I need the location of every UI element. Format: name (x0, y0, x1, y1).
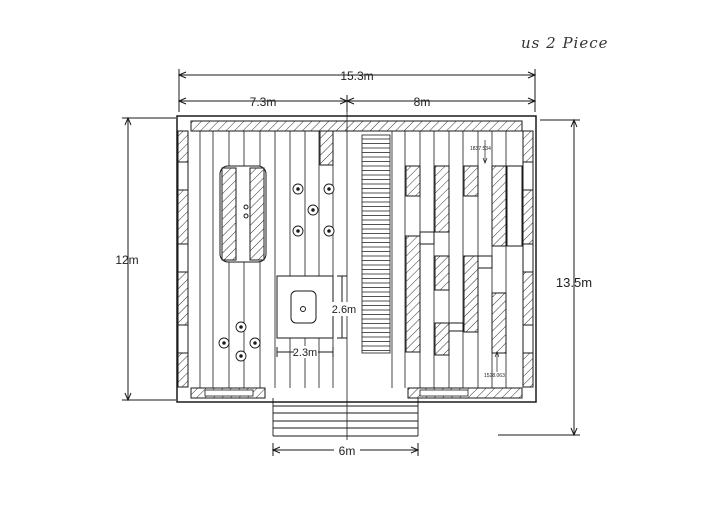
left-hatch-pieces (319, 130, 334, 166)
total-width-label: 15.3m (340, 69, 373, 83)
dimension-sections (177, 95, 537, 112)
outer-walls (176, 115, 537, 403)
table-depth-label: 2.6m (332, 304, 356, 316)
bench-unit (219, 165, 267, 263)
entry-width-bg (334, 443, 360, 457)
left-section-label: 7.3m (250, 95, 277, 109)
top-right-code: 1837.534 (470, 146, 491, 152)
table-width-bg (294, 346, 318, 358)
right-section-label: 8m (414, 95, 431, 109)
dimension-total-width (177, 69, 537, 112)
top-right-arrow (482, 140, 488, 164)
dimension-left-height (122, 116, 176, 402)
bottom-right-code: 1528.063 (484, 373, 505, 379)
right-storage-pieces (405, 165, 523, 356)
staircase (361, 134, 391, 354)
light-fixtures-top (292, 183, 335, 237)
right-height-label: 13.5m (556, 275, 592, 290)
table-depth-bg (332, 302, 356, 316)
table-area (276, 275, 347, 357)
bottom-right-arrow (494, 351, 500, 372)
table-width-label: 2.3m (293, 347, 317, 359)
dimension-right-height (498, 118, 580, 437)
left-height-label: 12m (115, 253, 138, 267)
handwritten-note: us 2 Piece (521, 34, 609, 52)
entry-steps (272, 398, 419, 437)
entry-width-label: 6m (339, 444, 356, 458)
light-fixtures-bottom (218, 321, 261, 362)
